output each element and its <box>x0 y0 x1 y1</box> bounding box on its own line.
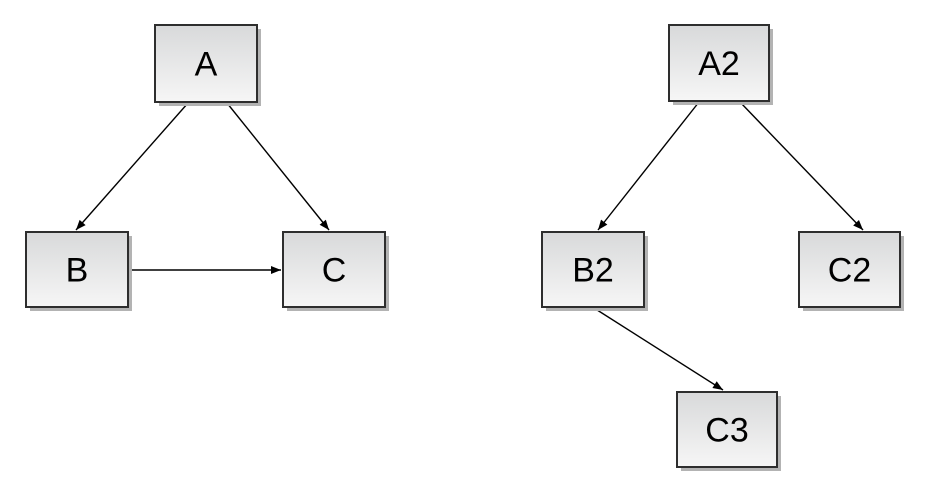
edge-A-C <box>226 102 330 231</box>
node-box <box>154 24 258 103</box>
node-box <box>541 231 645 308</box>
node-box <box>798 231 901 308</box>
node-box <box>282 231 386 308</box>
node-label: C3 <box>705 412 748 450</box>
node-C3[interactable]: C3 <box>676 391 781 471</box>
node-A2[interactable]: A2 <box>668 24 773 105</box>
node-C2[interactable]: C2 <box>798 231 904 311</box>
node-B2[interactable]: B2 <box>541 231 648 311</box>
node-box <box>668 24 770 102</box>
node-C[interactable]: C <box>282 231 389 311</box>
node-label: C <box>322 252 347 290</box>
node-A[interactable]: A <box>154 24 261 106</box>
node-label: B2 <box>572 252 614 290</box>
node-label: C2 <box>828 252 871 290</box>
node-box <box>25 231 129 308</box>
edge-A-B <box>75 102 189 231</box>
node-label: B <box>66 252 89 290</box>
node-label: A <box>195 46 218 84</box>
edge-B2-C3 <box>593 307 724 391</box>
node-B[interactable]: B <box>25 231 132 311</box>
node-box <box>676 391 778 468</box>
edge-A2-B2 <box>597 101 700 231</box>
edge-A2-C2 <box>739 101 864 231</box>
node-label: A2 <box>698 45 740 83</box>
